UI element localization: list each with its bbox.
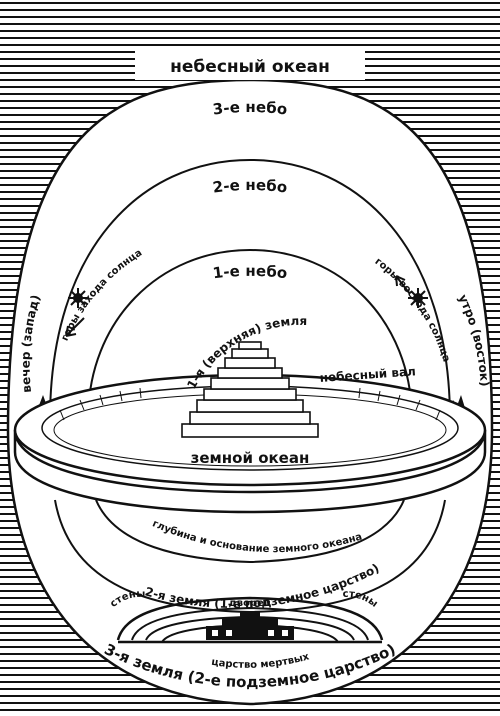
sun-west-icon [68,288,88,308]
heaven-1-boundary [87,248,413,421]
heavenly-ocean-label: небесный океан [170,57,330,77]
earthly-ocean-label: земной океан [191,449,310,467]
palace-label: дворец [229,598,272,609]
palace-icon [206,612,294,640]
upper-earth-ziggurat [181,341,319,438]
heaven-3-label: 3-е небо [212,98,289,119]
heavenly-rampart-label: небесный вал [319,364,416,385]
depth-bowl [95,499,405,564]
heaven-2-boundary [49,158,451,421]
heavenly-ocean-box [135,48,365,80]
kingdom-of-dead-scene [116,596,384,644]
rampart-texture [59,387,441,421]
earth-disk-rim [13,429,487,514]
west-arrow-icon [65,317,85,337]
east-arrow-icon [395,275,411,295]
heaven-1-label: 1-е небо [212,262,289,283]
sun-east-icon [408,288,428,308]
heaven-2-label: 2-е небо [212,176,289,197]
